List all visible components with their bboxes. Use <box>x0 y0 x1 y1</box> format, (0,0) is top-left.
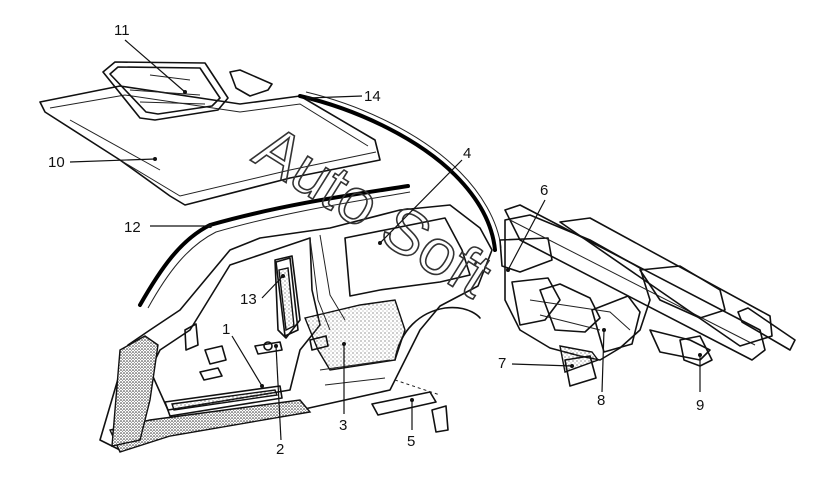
callout-2: 2 <box>276 441 284 458</box>
callout-7: 7 <box>498 355 506 372</box>
end-cap-strip <box>737 307 796 351</box>
rear-beam-rail <box>504 204 773 367</box>
roof-rear-trim <box>229 69 273 97</box>
sunroof-glass <box>102 61 229 121</box>
callout-11: 11 <box>114 22 130 39</box>
callout-4: 4 <box>463 145 471 162</box>
callout-5: 5 <box>407 433 415 450</box>
callout-3: 3 <box>339 417 347 434</box>
pillar-trim <box>275 257 299 337</box>
callout-labels: 1 2 3 4 5 6 7 8 9 10 11 12 13 14 <box>48 22 704 458</box>
callout-6: 6 <box>540 182 548 199</box>
callout-12: 12 <box>124 219 141 236</box>
callout-10: 10 <box>48 154 65 171</box>
leader-lines <box>69 39 702 441</box>
roof-side-moulding <box>298 91 502 252</box>
callout-13: 13 <box>240 291 257 308</box>
drip-rail-seal <box>138 184 411 309</box>
roof-panel <box>39 85 381 206</box>
sill-trim <box>164 385 283 417</box>
rear-panel-assembly <box>499 214 651 387</box>
callout-1: 1 <box>222 321 230 338</box>
callout-14: 14 <box>364 88 381 105</box>
callout-9: 9 <box>696 397 704 414</box>
door-hinges <box>184 323 329 381</box>
quarter-trim-strip <box>371 379 449 433</box>
callout-8: 8 <box>597 392 605 409</box>
body-side-panel <box>99 204 493 453</box>
